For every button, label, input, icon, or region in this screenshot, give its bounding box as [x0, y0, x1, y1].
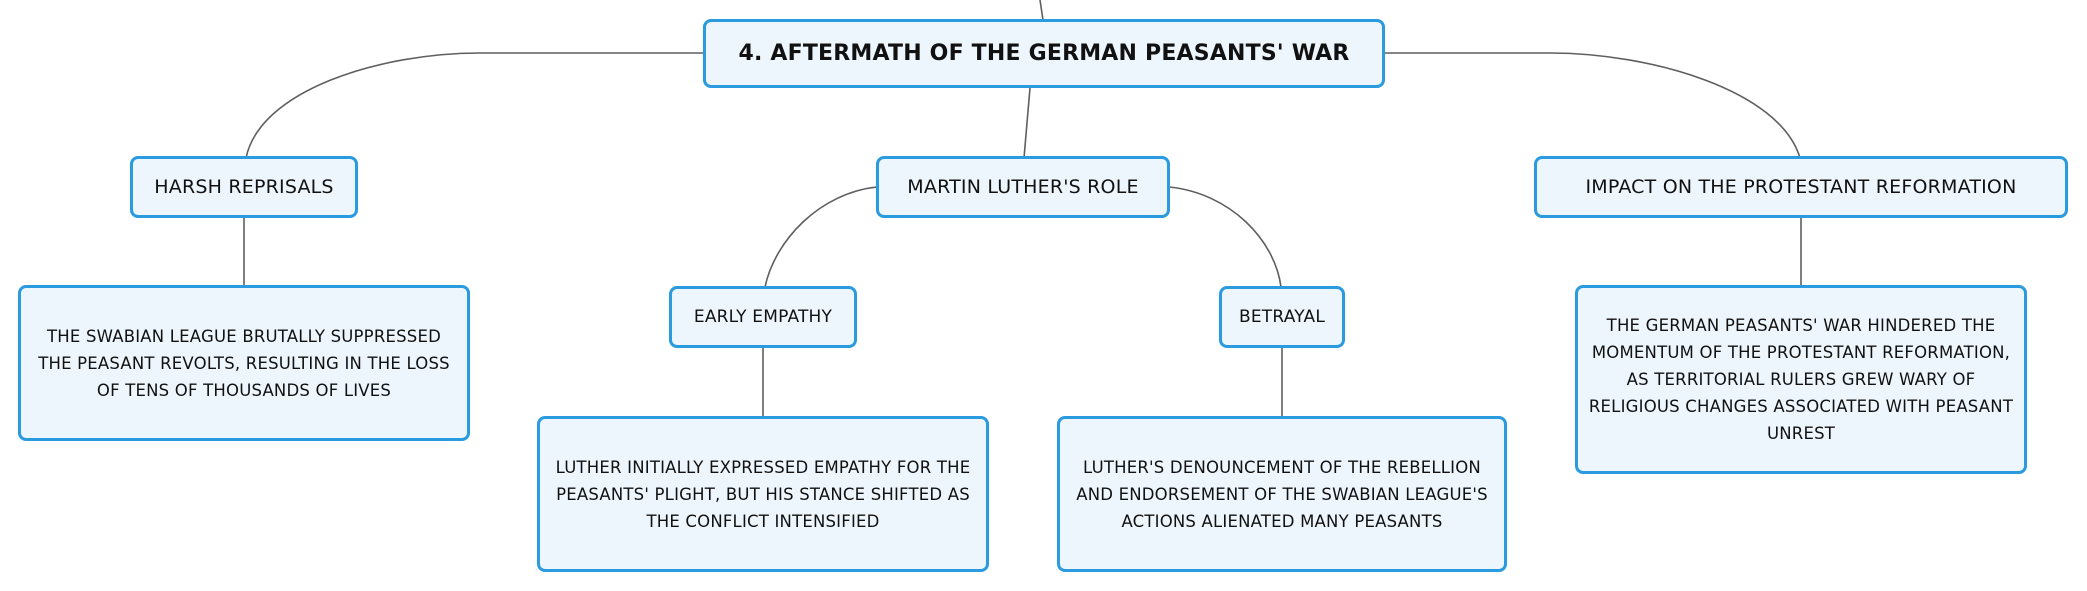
root-topic[interactable]: 4. AFTERMATH OF THE GERMAN PEASANTS' WAR [703, 19, 1385, 88]
connector-luther-to-betrayal [1168, 186, 1282, 288]
connector-root-to-luther-role [1023, 87, 1031, 159]
connector-root-to-impact [1383, 52, 1801, 159]
topic-early-empathy[interactable]: EARLY EMPATHY [669, 286, 857, 348]
connector-luther-to-early-empathy [764, 186, 878, 288]
topic-harsh-reprisals[interactable]: HARSH REPRISALS [130, 156, 358, 218]
detail-early-empathy[interactable]: LUTHER INITIALLY EXPRESSED EMPATHY FOR T… [537, 416, 989, 572]
detail-betrayal[interactable]: LUTHER'S DENOUNCEMENT OF THE REBELLION A… [1057, 416, 1507, 572]
detail-impact-on-protestant-reformation[interactable]: THE GERMAN PEASANTS' WAR HINDERED THE MO… [1575, 285, 2027, 474]
connector-root-to-harsh-reprisals [245, 52, 705, 159]
detail-harsh-reprisals[interactable]: THE SWABIAN LEAGUE BRUTALLY SUPPRESSED T… [18, 285, 470, 441]
topic-betrayal[interactable]: BETRAYAL [1219, 286, 1345, 348]
connector-root-to-parent [1039, 0, 1044, 21]
topic-impact-on-protestant-reformation[interactable]: IMPACT ON THE PROTESTANT REFORMATION [1534, 156, 2068, 218]
topic-martin-luthers-role[interactable]: MARTIN LUTHER'S ROLE [876, 156, 1170, 218]
